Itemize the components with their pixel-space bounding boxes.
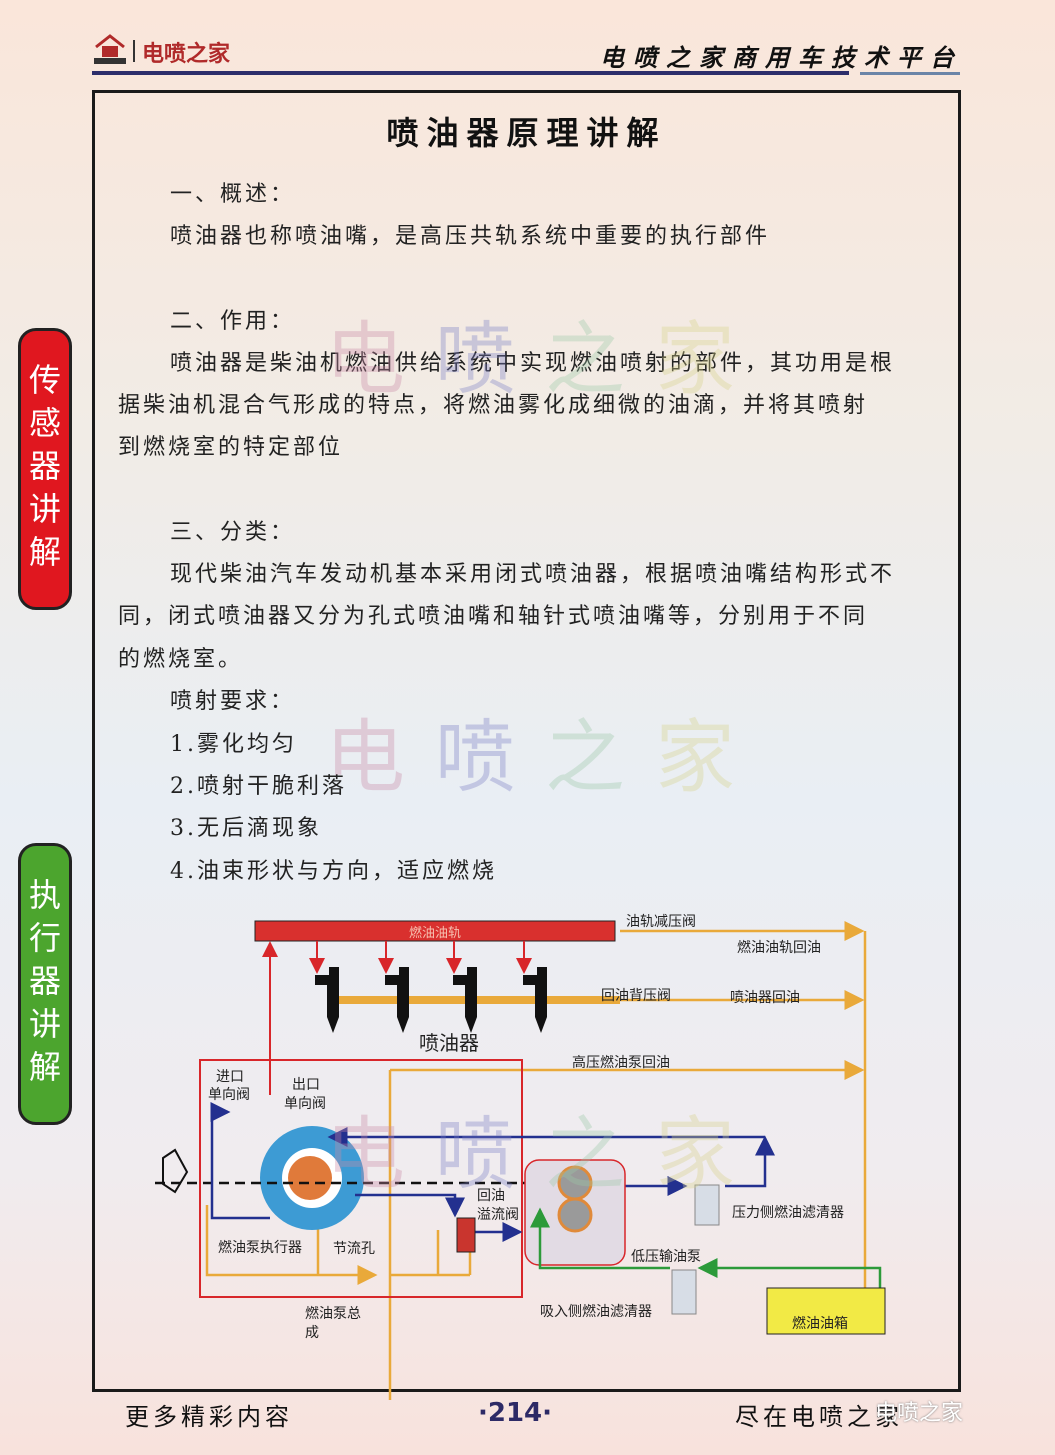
- label-rail-return: 燃油油轨回油: [737, 939, 821, 956]
- label-hp-return: 高压燃油泵回油: [572, 1054, 670, 1071]
- content-frame: [92, 90, 961, 1392]
- label-back-valve: 回油背压阀: [601, 988, 671, 1004]
- paragraph-line: 到燃烧室的特定部位: [118, 435, 344, 460]
- wechat-watermark: 电喷之家: [875, 1401, 964, 1426]
- section-heading: 一、概述：: [170, 182, 296, 207]
- label-return: 回油: [477, 1188, 505, 1204]
- label-pump-assembly-2: 成: [305, 1325, 319, 1341]
- paragraph-line: 据柴油机混合气形成的特点，将燃油雾化成细微的油滴，并将其喷射: [118, 393, 869, 418]
- label-rail-valve: 油轨减压阀: [626, 914, 696, 930]
- subheading: 喷射要求：: [170, 689, 296, 714]
- page-title: 喷油器原理讲解: [386, 114, 667, 152]
- label-throttle: 节流孔: [333, 1241, 375, 1257]
- brand-name: 电喷之家: [142, 42, 231, 67]
- label-outlet: 出口: [292, 1077, 320, 1093]
- platform-title: 电喷之家商用车技术平台: [600, 43, 963, 72]
- label-inlet-valve: 单向阀: [208, 1087, 250, 1103]
- label-pump-assembly: 燃油泵总: [305, 1305, 361, 1322]
- paragraph-line: 的燃烧室。: [118, 647, 244, 672]
- watermark: 电喷之家: [325, 1108, 765, 1201]
- label-tank: 燃油油箱: [792, 1315, 848, 1332]
- label-actuator: 燃油泵执行器: [218, 1239, 302, 1256]
- pressure-filter: [694, 1184, 720, 1226]
- list-item: 2.喷射干脆利落: [170, 774, 347, 799]
- section-heading: 三、分类：: [170, 520, 296, 545]
- pump-assembly-box: [199, 1059, 523, 1298]
- injectors: [315, 967, 547, 1033]
- label-suction-filter: 吸入侧燃油滤清器: [540, 1303, 652, 1320]
- footer-right: 尽在电喷之家: [735, 1403, 903, 1431]
- watermark: 电喷之家: [325, 711, 765, 804]
- suction-filter: [671, 1269, 697, 1315]
- paragraph-line: 喷油器也称喷油嘴，是高压共轨系统中重要的执行部件: [170, 224, 771, 249]
- side-tab-actuators[interactable]: 执行器讲解: [18, 843, 72, 1125]
- list-item: 1.雾化均匀: [170, 732, 297, 757]
- paragraph-line: 喷油器是柴油机燃油供给系统中实现燃油喷射的部件，其功用是根: [170, 351, 896, 376]
- section-heading: 二、作用：: [170, 309, 296, 334]
- page-number: ·214·: [478, 1398, 553, 1428]
- label-lp-pump: 低压输油泵: [631, 1249, 701, 1265]
- header-rule: [92, 71, 849, 75]
- label-outlet-valve: 单向阀: [284, 1096, 326, 1112]
- paragraph-line: 同，闭式喷油器又分为孔式喷油嘴和轴针式喷油嘴等，分别用于不同: [118, 604, 869, 629]
- side-tab-sensors[interactable]: 传感器讲解: [18, 328, 72, 610]
- label-inlet: 进口: [216, 1069, 244, 1085]
- paragraph-line: 现代柴油汽车发动机基本采用闭式喷油器，根据喷油嘴结构形式不: [170, 562, 896, 587]
- watermark: 电喷之家: [325, 313, 765, 406]
- label-injector: 喷油器: [419, 1031, 479, 1055]
- label-pressure-filter: 压力侧燃油滤清器: [732, 1204, 844, 1221]
- fuel-rail: [254, 920, 616, 942]
- label-overflow-valve: 溢流阀: [477, 1207, 519, 1223]
- list-item: 3.无后滴现象: [170, 816, 322, 841]
- footer-left: 更多精彩内容: [125, 1403, 293, 1431]
- header-rule-short: [860, 72, 960, 75]
- divider: [133, 40, 135, 62]
- list-item: 4.油束形状与方向，适应燃烧: [170, 859, 497, 884]
- label-injector-return: 喷油器回油: [730, 990, 800, 1006]
- rail-label: 燃油油轨: [409, 925, 461, 941]
- fuel-tank: [766, 1287, 886, 1335]
- logo: [92, 33, 128, 65]
